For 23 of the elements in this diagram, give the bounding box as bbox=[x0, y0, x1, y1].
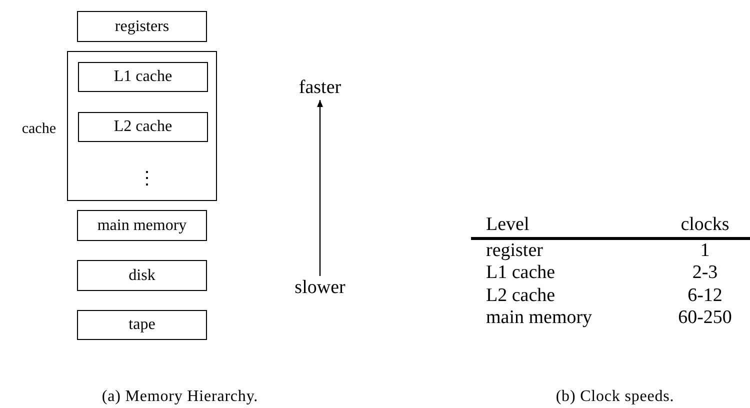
caption: (b) Clock speeds. bbox=[554, 387, 676, 407]
table-cell-text: 6-12 bbox=[686, 284, 724, 307]
group-label: cache bbox=[22, 120, 56, 139]
table-cell-text: L1 cache bbox=[485, 262, 556, 284]
table-cell: clocks bbox=[660, 214, 750, 240]
table-cell-text: register bbox=[485, 240, 544, 262]
table-cell: Level bbox=[471, 214, 660, 240]
table-cell-text: 60-250 bbox=[677, 307, 733, 330]
ellipsis: ⋮ bbox=[138, 169, 156, 187]
caption: (a) Memory Hierarchy. bbox=[100, 387, 260, 407]
table-cell-text: L2 cache bbox=[485, 284, 556, 307]
arrow bbox=[317, 100, 323, 276]
level-box: registers bbox=[77, 11, 207, 42]
level-box: disk bbox=[77, 260, 207, 291]
level-box: main memory bbox=[77, 210, 207, 241]
table-cell-text: main memory bbox=[485, 307, 594, 330]
level-box: L2 cache bbox=[78, 112, 208, 142]
axis-label: faster bbox=[285, 76, 355, 100]
table-cell-text: 2-3 bbox=[691, 262, 719, 284]
axis-label: slower bbox=[285, 276, 355, 300]
level-box: L1 cache bbox=[78, 62, 208, 92]
table-cell-text: 1 bbox=[699, 240, 711, 262]
level-box: tape bbox=[77, 310, 207, 340]
